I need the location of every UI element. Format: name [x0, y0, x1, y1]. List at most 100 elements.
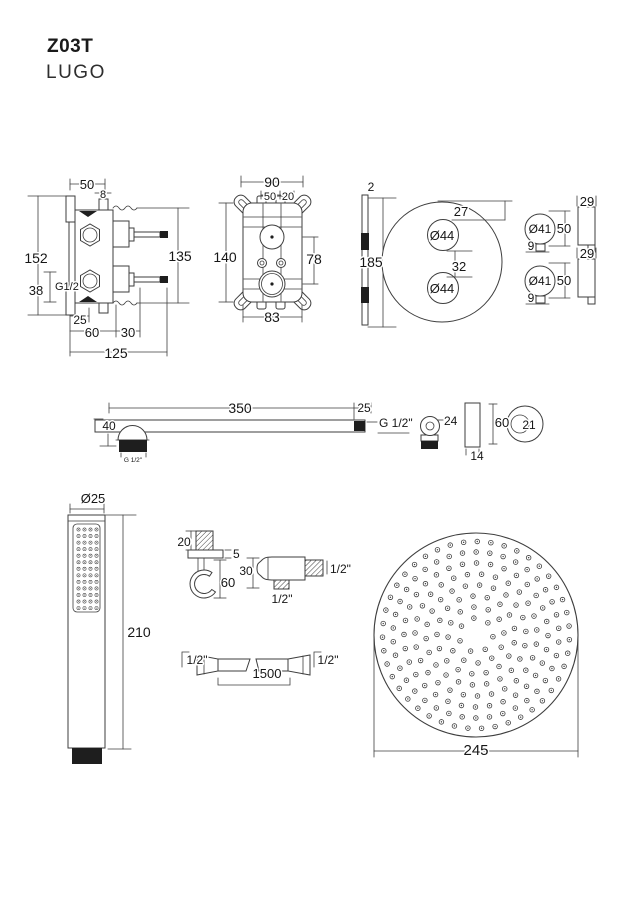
nozzle-dot [76, 580, 81, 584]
nozzle-dot [513, 642, 515, 644]
nozzle-dot [84, 574, 85, 576]
nozzle-dot [498, 665, 500, 668]
nozzle-dot [82, 547, 87, 552]
nozzle-dot [490, 693, 493, 695]
nozzle-dot [477, 662, 479, 664]
nozzle-dot [84, 561, 85, 563]
nozzle-dot [544, 589, 547, 591]
nozzle-dot [76, 573, 81, 578]
handle-view-b: Ø41 50 9 29 [524, 245, 597, 307]
nozzle-dot [78, 607, 79, 609]
nozzle-dot [536, 578, 538, 580]
dim-valve-lower-offset: 38 [29, 283, 43, 298]
escutcheon-hole [510, 414, 530, 434]
wall-flange-dome [117, 425, 148, 441]
dim-handle-diameter: Ø41 [529, 274, 552, 288]
nozzle-dot [90, 561, 91, 563]
nozzle-dot [546, 620, 548, 623]
nozzle-dot [427, 671, 429, 674]
nozzle-dot [567, 652, 569, 654]
nozzle-dot [88, 540, 93, 545]
nozzle-dot [519, 716, 522, 718]
nozzle-dot [76, 534, 81, 538]
dim-hose-length: 1500 [253, 666, 282, 681]
spindle-tip [160, 231, 168, 238]
overhead-shower-view: 245 [373, 532, 579, 761]
outlet-body [256, 556, 306, 581]
dim-valve-height: 152 [24, 250, 48, 266]
dim-knob-bottom-diameter: Ø44 [430, 281, 455, 296]
escutcheon-face [506, 405, 544, 443]
nozzle-dot [538, 565, 541, 567]
nozzle-dot [447, 700, 449, 703]
nozzle-dot [82, 553, 87, 558]
nozzle-dot [531, 657, 534, 659]
nozzle-dot [488, 716, 491, 718]
hose-right-thread-label: 1/2" [318, 653, 339, 667]
screw-hole [259, 260, 265, 266]
nozzle-dot [424, 568, 426, 571]
nozzle-dot [435, 664, 437, 666]
plate-clip [361, 287, 369, 303]
dim-head-diameter: 245 [463, 742, 488, 759]
nozzle-dot [446, 607, 449, 609]
nozzle-dot [428, 715, 430, 717]
nozzle-dot [94, 547, 99, 552]
nozzle-dot [435, 561, 438, 563]
nozzle-dot [88, 593, 93, 597]
nozzle-dot [94, 553, 99, 558]
nozzle-dot [389, 596, 392, 598]
nozzle-dot [96, 555, 97, 557]
valve-side-view: 50 8 152 135 38 G1/2 25 60 30 125 [23, 176, 194, 363]
nozzle-dot [96, 574, 97, 576]
nozzle-dot [90, 574, 91, 576]
nozzle-dot [426, 623, 428, 626]
valve-thread-label: G1/2 [55, 281, 79, 293]
dim-holder-height: 60 [221, 575, 235, 590]
dim-knob-gap: 32 [452, 259, 466, 274]
nozzle-dot [436, 549, 439, 551]
nozzle-dot [82, 560, 87, 565]
port-opening [82, 273, 98, 289]
nozzle-dot [542, 607, 544, 609]
nozzle-dot [458, 599, 460, 601]
nozzle-dot [472, 595, 474, 597]
nozzle-dot [450, 622, 452, 624]
nozzle-dot [462, 541, 465, 544]
nozzle-dot [440, 584, 442, 586]
nozzle-dot [391, 675, 393, 678]
nozzle-dot [78, 601, 79, 602]
plate-side-profile [361, 194, 369, 326]
nozzle-dot [561, 598, 564, 601]
nozzle-dot [78, 542, 79, 544]
shower-arm-view: 350 25 G 1/2" 40 G 1/2" [93, 399, 414, 465]
nozzle-dot [405, 588, 408, 591]
nozzle-dot [415, 646, 417, 648]
nozzle-dot [399, 600, 401, 603]
nozzle-dot [558, 627, 560, 630]
nozzle-dot [453, 577, 455, 579]
handle-stem [535, 295, 546, 304]
nozzle-dot [84, 548, 85, 550]
nozzle-dot [84, 594, 85, 596]
nozzle-dot [381, 636, 384, 638]
elbow-ring [420, 416, 440, 436]
nozzle-dot [88, 606, 93, 611]
nozzle-dot [563, 665, 565, 668]
nozzle-dot [82, 527, 87, 532]
knob-hole-top [427, 219, 459, 251]
nozzle-dot [502, 712, 504, 715]
nozzle-dot [416, 618, 418, 620]
cartridge-step [128, 227, 135, 242]
nozzle-dot [404, 573, 406, 575]
nozzle-dot [96, 548, 97, 550]
nozzle-dot [557, 678, 560, 680]
dim-valve-total-depth: 125 [104, 345, 128, 361]
nozzle-dot [90, 542, 91, 544]
handle-view-a: Ø41 50 9 29 [524, 193, 597, 255]
handle-side-stem [587, 244, 596, 253]
nozzle-dot [96, 601, 97, 602]
nozzle-dot [417, 707, 419, 709]
spindle-tip [160, 276, 168, 283]
